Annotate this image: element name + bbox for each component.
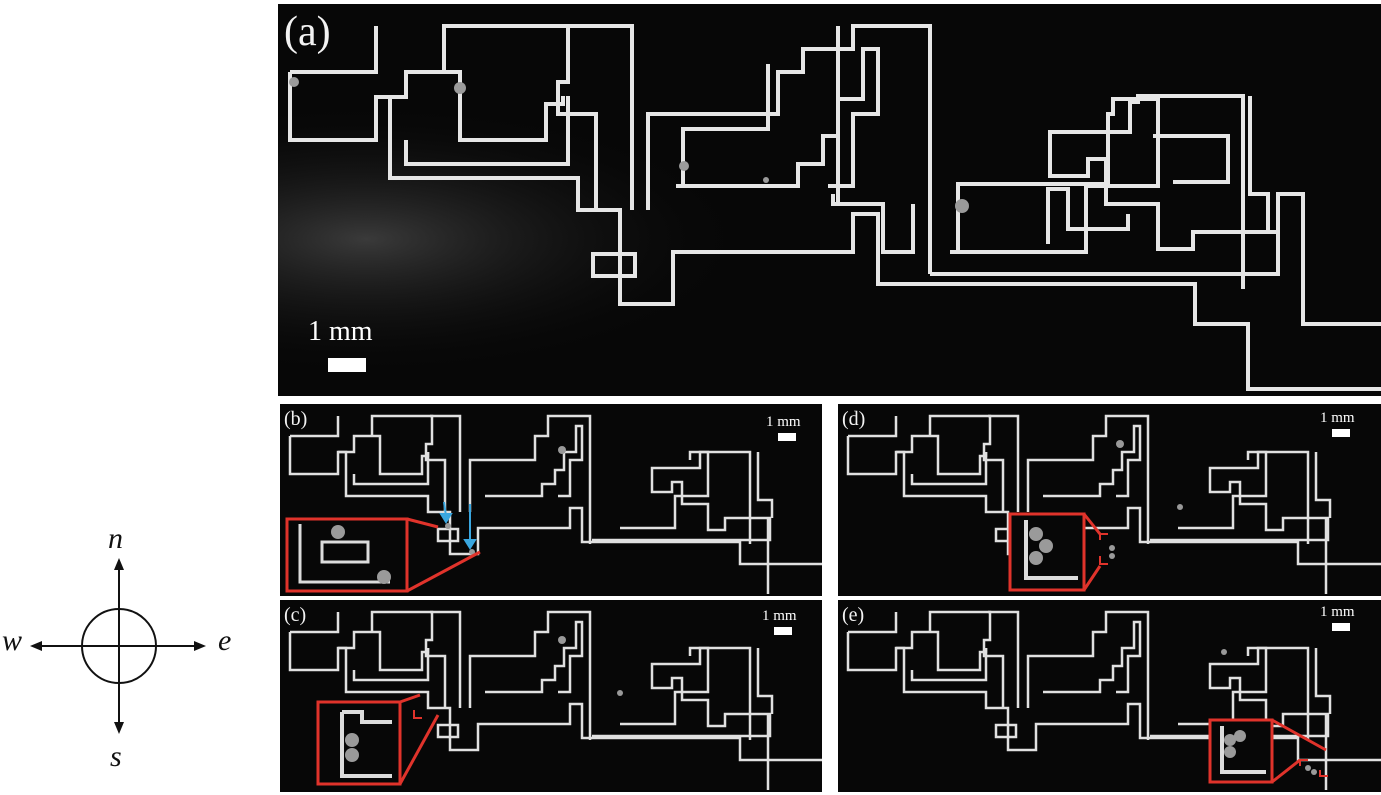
panel-d-label: (d): [842, 408, 866, 430]
panel-d-scale-bar: [1332, 429, 1350, 437]
panel-b-label: (b): [284, 408, 308, 430]
maze-channels: [278, 4, 1381, 396]
panel-a-label: (a): [284, 9, 331, 55]
compass-rose: n s w e: [0, 520, 250, 780]
panel-c-scale-bar: [774, 627, 792, 635]
panel-c-label: (c): [284, 604, 307, 626]
maze-channels: [846, 414, 1381, 594]
panel-a-scale-label: 1 mm: [308, 316, 373, 347]
arrow-icons: [439, 501, 477, 550]
compass-icon: [30, 558, 206, 734]
compass-south: s: [110, 740, 122, 773]
maze-channels: [288, 610, 822, 790]
panel-e: (e) 1 mm: [838, 600, 1381, 792]
panel-e-scale-bar: [1332, 623, 1350, 631]
panel-b: (b) 1 mm: [280, 404, 822, 596]
compass-west: w: [2, 624, 23, 657]
panel-b-scale-label: 1 mm: [766, 414, 801, 430]
panel-c: (c) 1 mm: [280, 600, 822, 792]
panel-e-label: (e): [842, 604, 865, 626]
panel-a: (a) 1 mm: [278, 4, 1381, 396]
panel-a-scale-bar: [328, 358, 366, 372]
panel-c-scale-label: 1 mm: [762, 608, 797, 624]
panel-d: (d) 1 mm: [838, 404, 1381, 596]
compass-east: e: [218, 624, 232, 657]
panel-b-scale-bar: [778, 433, 796, 441]
maze-channels: [285, 414, 822, 594]
compass-north: n: [108, 522, 123, 555]
inset-zoom: [316, 693, 440, 786]
maze-channels: [846, 610, 1381, 790]
panel-d-scale-label: 1 mm: [1320, 410, 1355, 426]
panel-e-scale-label: 1 mm: [1320, 604, 1355, 620]
